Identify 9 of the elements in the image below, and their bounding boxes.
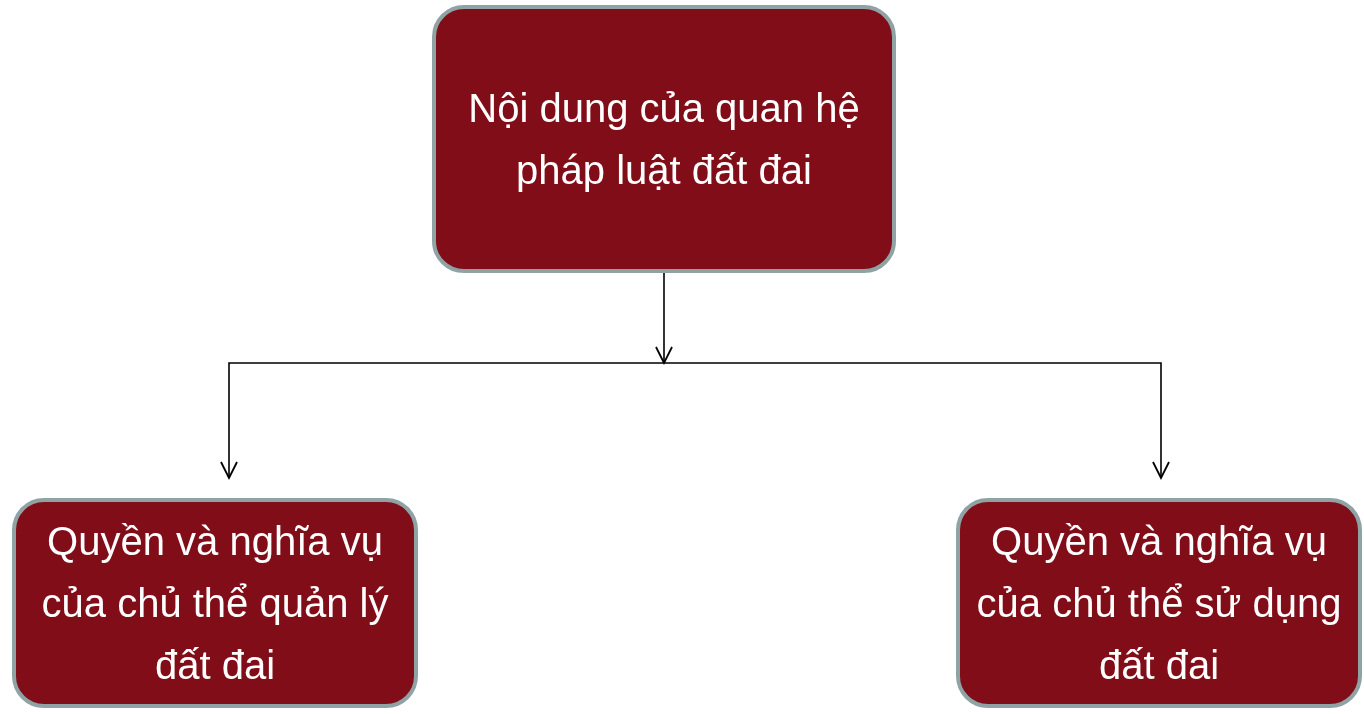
connector-trunk xyxy=(655,272,673,364)
box-text: Nội dung của quan hệ pháp luật đất đai xyxy=(467,85,861,194)
arrow xyxy=(663,362,1170,479)
arrow xyxy=(220,362,665,479)
rounded-box xyxy=(956,498,1362,708)
box-text: Quyền và nghĩa vụ của chủ thể quản lý đất đai xyxy=(40,518,390,689)
rounded-box xyxy=(432,5,896,273)
box-text: Quyền và nghĩa vụ của chủ thể sử dụng đất đai xyxy=(975,518,1343,689)
rounded-box xyxy=(12,498,418,708)
